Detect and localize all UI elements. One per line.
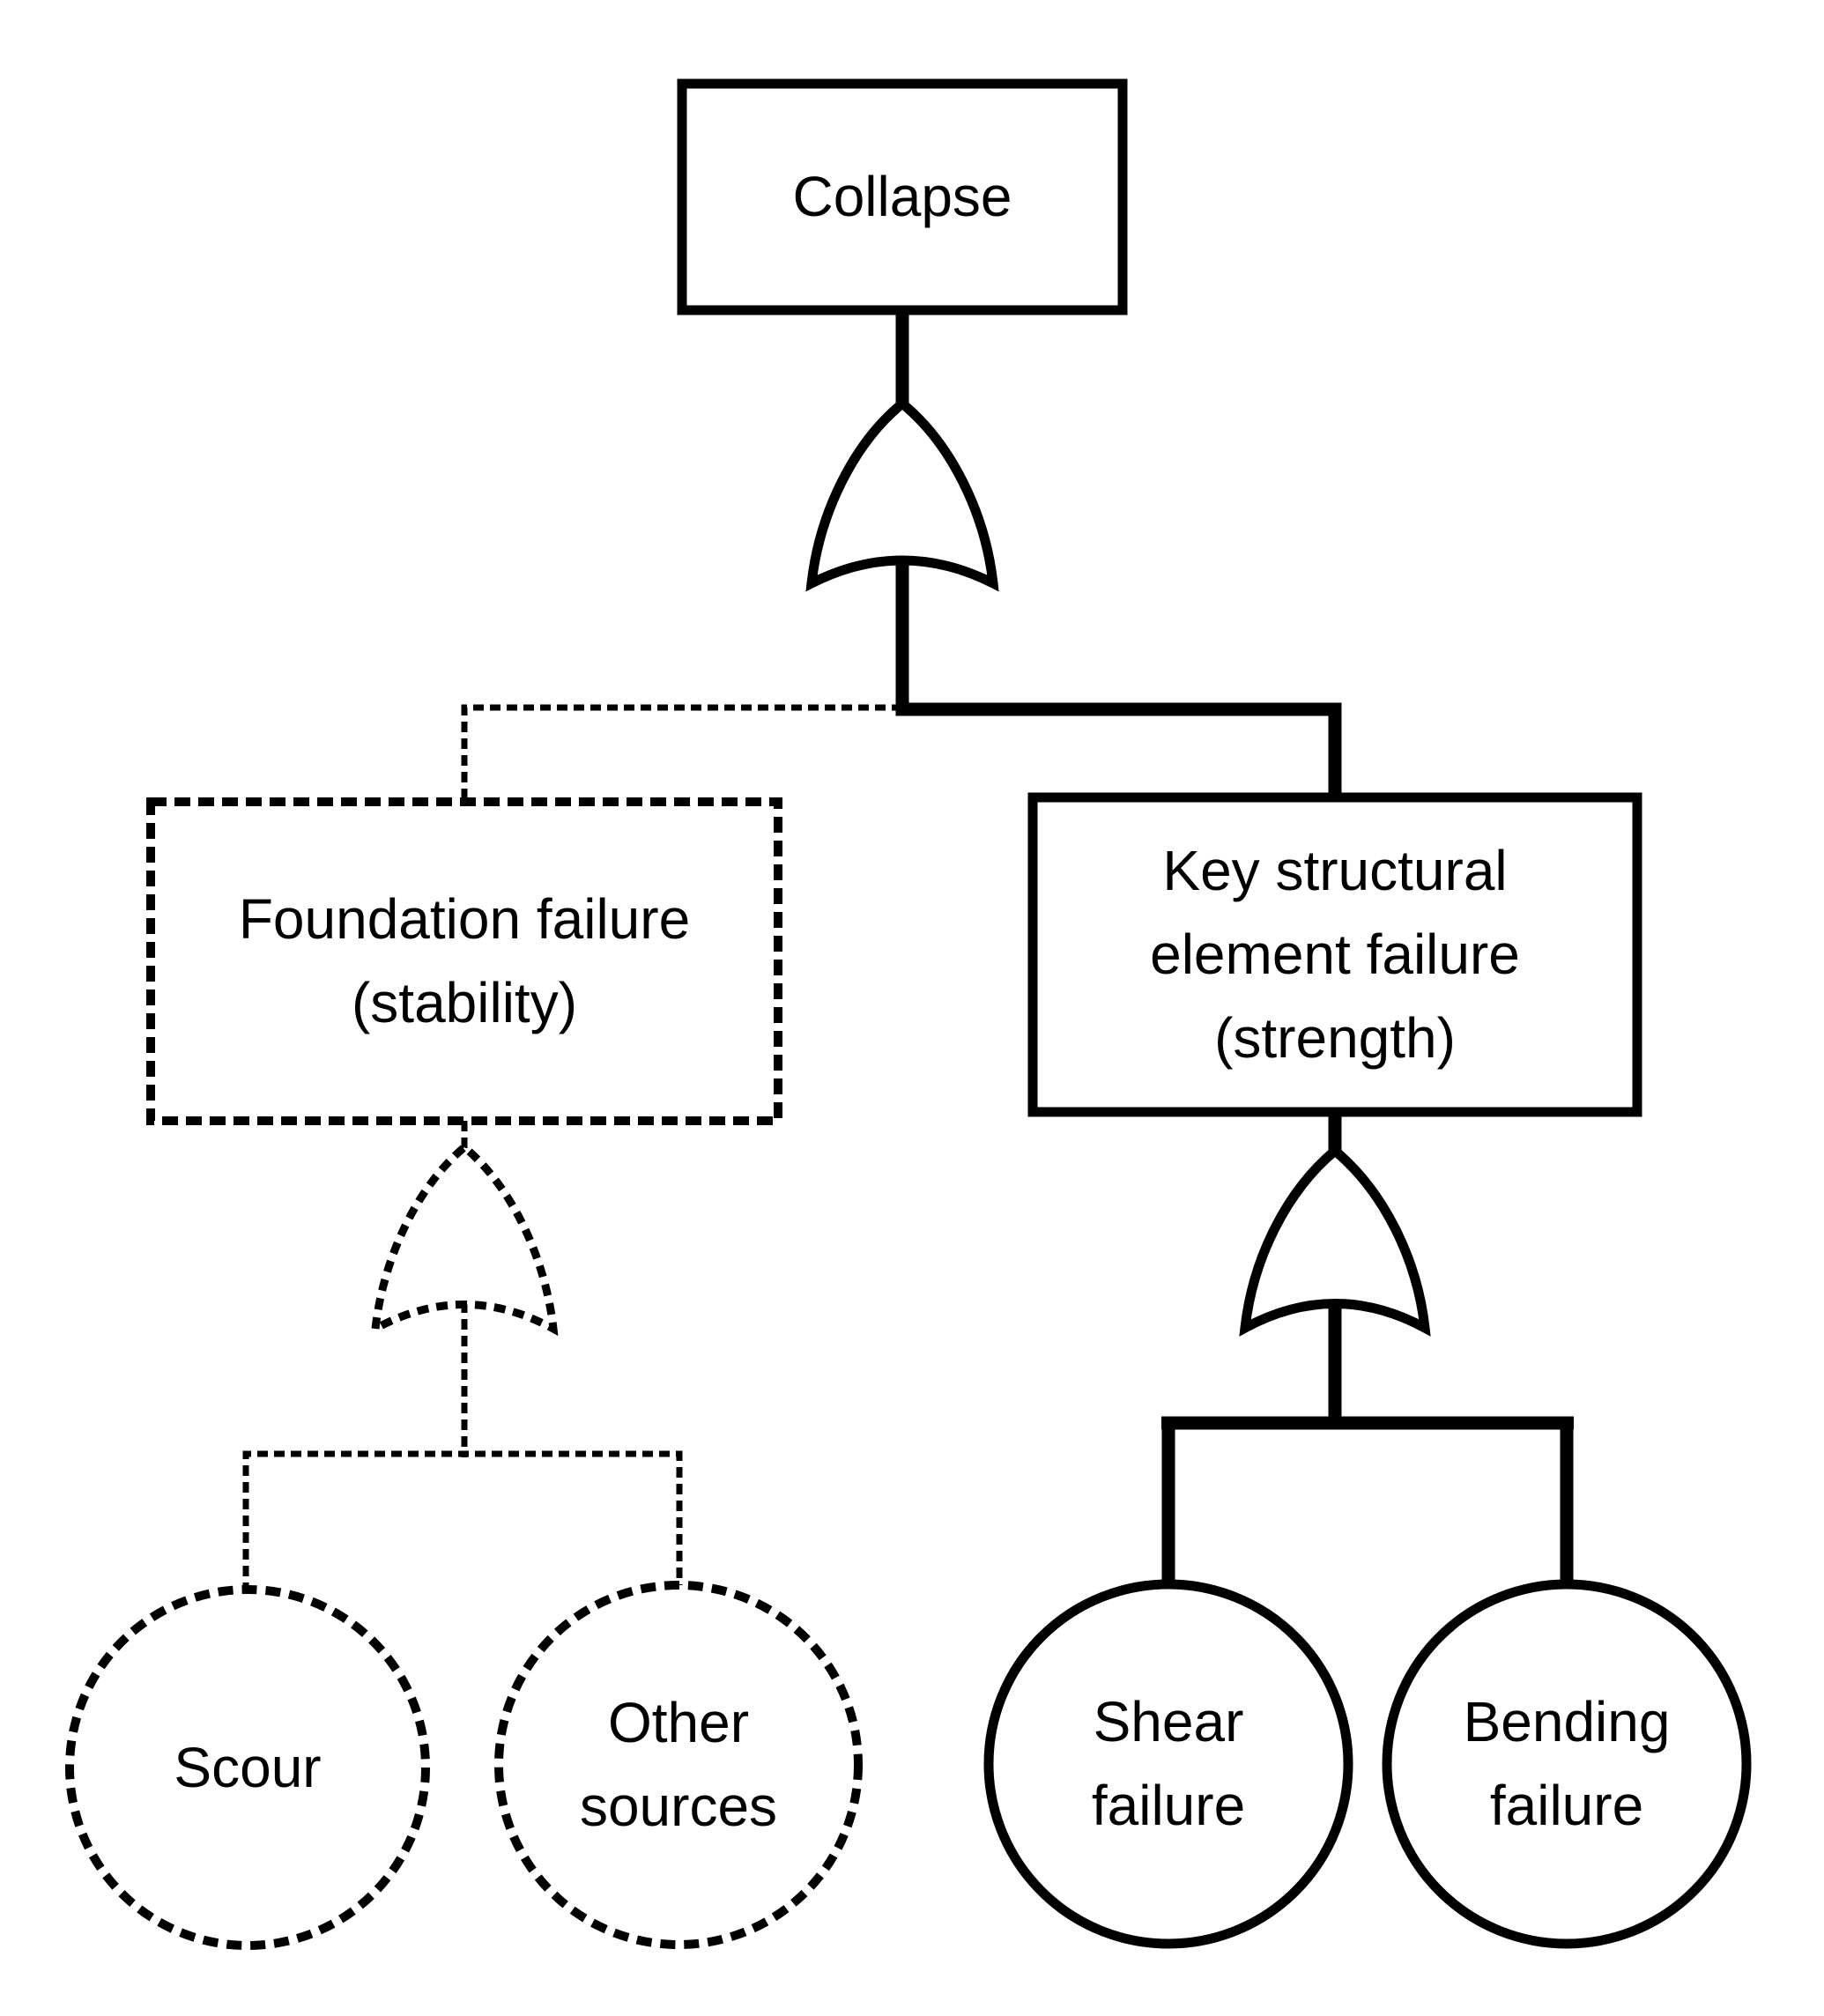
- connector-top-gate-to-key-box: [895, 555, 1342, 804]
- connector-left-splitter-to-circles: [242, 1450, 683, 1593]
- connector-right-gate-to-circles: [1161, 1297, 1574, 1588]
- or-gate-right-icon: [1239, 1144, 1431, 1337]
- or-gate-left-icon: [370, 1142, 559, 1337]
- connector-top-gate-to-foundation-box: [461, 704, 902, 804]
- shear-failure-circle: [983, 1579, 1353, 1949]
- or-gate-top-icon: [805, 397, 999, 592]
- collapse-box: [677, 78, 1128, 315]
- bending-failure-circle: [1382, 1579, 1752, 1949]
- other-sources-circle: [494, 1581, 863, 1949]
- scour-circle: [65, 1585, 430, 1950]
- key-structural-failure-box: [1027, 792, 1642, 1117]
- foundation-failure-box: [146, 797, 782, 1125]
